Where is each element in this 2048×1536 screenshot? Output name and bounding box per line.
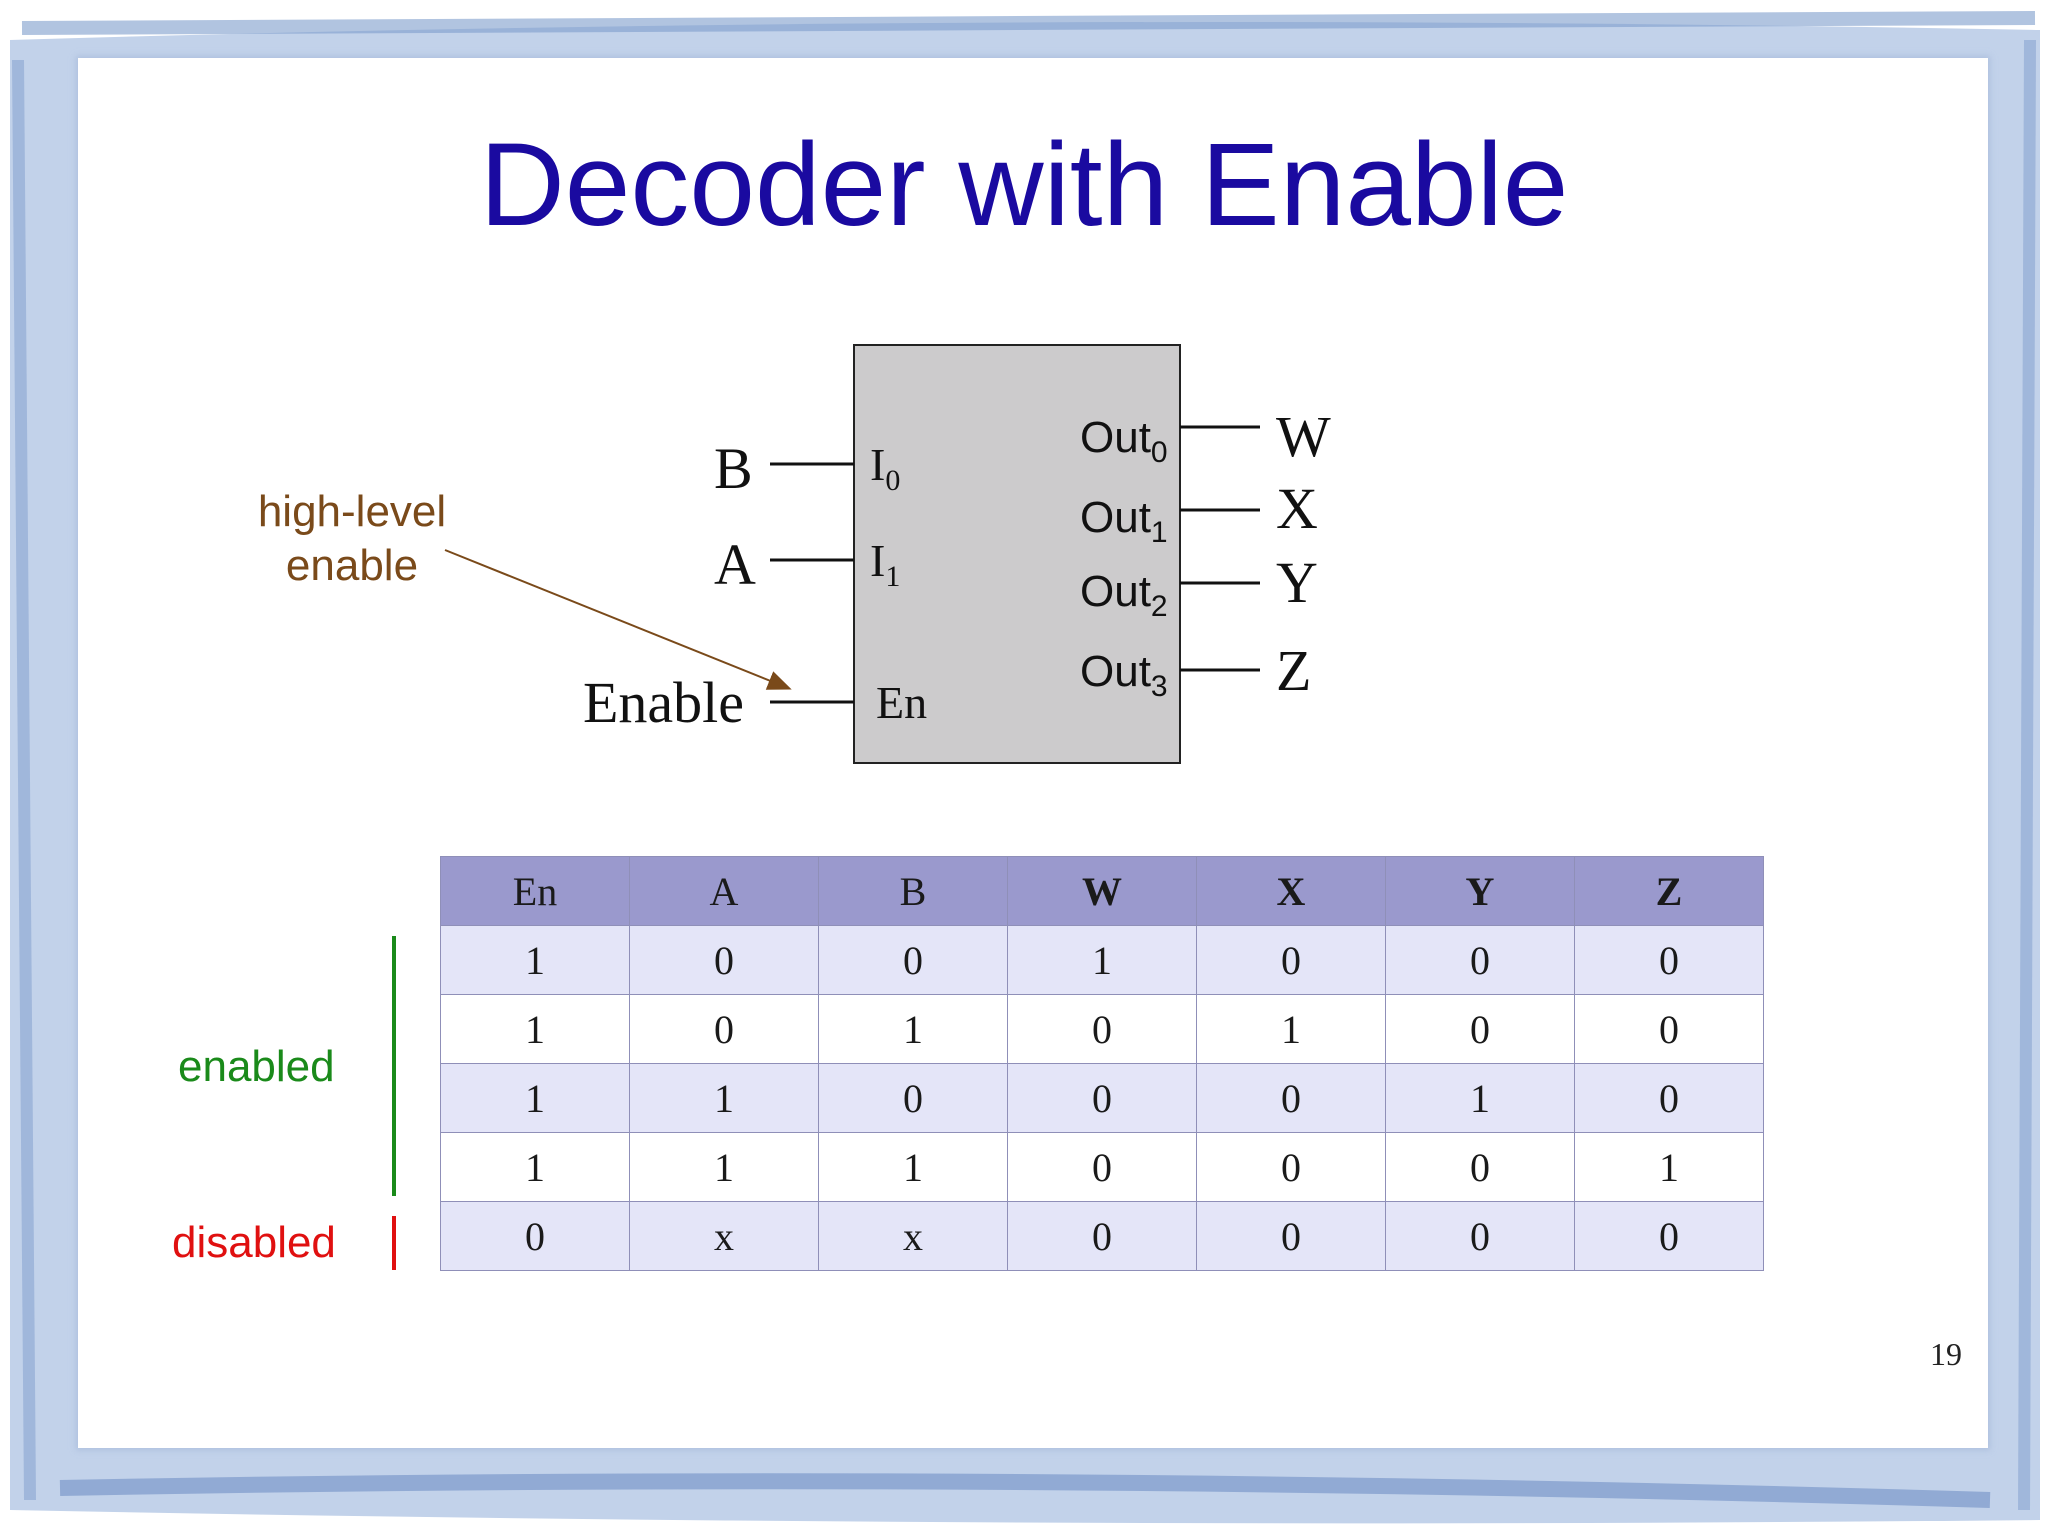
truth-table: En A B W X Y Z 1 0 0 1 0 0 0 1 0 1 0 1 0…	[440, 856, 1764, 1271]
port-label-i0: I0	[870, 439, 900, 497]
table-cell: 0	[1196, 1201, 1386, 1271]
table-row: 1 0 0 1 0 0 0	[440, 925, 1764, 995]
table-cell: 0	[818, 1063, 1008, 1133]
port-label-out0: Out0	[1080, 413, 1168, 469]
table-cell: 0	[629, 994, 819, 1064]
table-cell: 1	[629, 1132, 819, 1202]
table-cell: 1	[1574, 1132, 1764, 1202]
table-cell: 1	[1385, 1063, 1575, 1133]
table-cell: 1	[1007, 925, 1197, 995]
header-y: Y	[1385, 856, 1575, 926]
table-row: 1 1 1 0 0 0 1	[440, 1132, 1764, 1202]
decoder-box	[853, 344, 1181, 764]
table-cell: 0	[1196, 925, 1386, 995]
table-cell: 0	[1574, 925, 1764, 995]
slide-title: Decoder with Enable	[479, 119, 1569, 251]
enabled-label: enabled	[178, 1042, 335, 1091]
table-cell: 0	[1007, 1201, 1197, 1271]
header-z: Z	[1574, 856, 1764, 926]
table-cell: 0	[1196, 1132, 1386, 1202]
table-cell: 1	[440, 925, 630, 995]
disabled-label: disabled	[172, 1218, 336, 1267]
output-label-x: X	[1276, 476, 1318, 541]
table-row: 1 1 0 0 0 1 0	[440, 1063, 1764, 1133]
table-cell: 0	[1574, 994, 1764, 1064]
table-cell: 0	[1385, 925, 1575, 995]
table-cell: 1	[440, 994, 630, 1064]
header-a: A	[629, 856, 819, 926]
table-cell: 0	[1574, 1201, 1764, 1271]
annotation-enable: enable	[286, 541, 418, 590]
port-label-en: En	[876, 677, 927, 728]
table-cell: 0	[818, 925, 1008, 995]
table-cell: 0	[440, 1201, 630, 1271]
input-label-enable: Enable	[583, 670, 744, 735]
output-label-z: Z	[1276, 638, 1311, 703]
table-cell: 1	[629, 1063, 819, 1133]
table-row: 1 0 1 0 1 0 0	[440, 994, 1764, 1064]
header-en: En	[440, 856, 630, 926]
output-label-w: W	[1276, 404, 1331, 469]
table-cell: x	[818, 1201, 1008, 1271]
input-label-a: A	[714, 532, 756, 597]
table-cell: 1	[440, 1063, 630, 1133]
annotation-arrow	[444, 549, 792, 690]
page-number: 19	[1930, 1336, 1962, 1372]
table-cell: 1	[440, 1132, 630, 1202]
port-label-out2: Out2	[1080, 567, 1168, 623]
port-label-out1: Out1	[1080, 493, 1168, 549]
table-cell: 0	[1574, 1063, 1764, 1133]
table-cell: 1	[1196, 994, 1386, 1064]
table-cell: x	[629, 1201, 819, 1271]
table-cell: 1	[818, 994, 1008, 1064]
header-b: B	[818, 856, 1008, 926]
table-header-row: En A B W X Y Z	[440, 856, 1764, 926]
annotation-high-level: high-level	[258, 487, 446, 536]
output-label-y: Y	[1276, 550, 1318, 615]
table-cell: 0	[1007, 1063, 1197, 1133]
table-cell: 0	[1385, 1201, 1575, 1271]
table-cell: 0	[629, 925, 819, 995]
table-cell: 0	[1385, 1132, 1575, 1202]
header-x: X	[1196, 856, 1386, 926]
port-label-i1: I1	[870, 535, 900, 593]
table-cell: 0	[1196, 1063, 1386, 1133]
input-label-b: B	[714, 436, 753, 501]
table-row: 0 x x 0 0 0 0	[440, 1201, 1764, 1271]
table-cell: 0	[1385, 994, 1575, 1064]
table-cell: 0	[1007, 1132, 1197, 1202]
port-label-out3: Out3	[1080, 647, 1168, 703]
header-w: W	[1007, 856, 1197, 926]
table-cell: 1	[818, 1132, 1008, 1202]
table-cell: 0	[1007, 994, 1197, 1064]
